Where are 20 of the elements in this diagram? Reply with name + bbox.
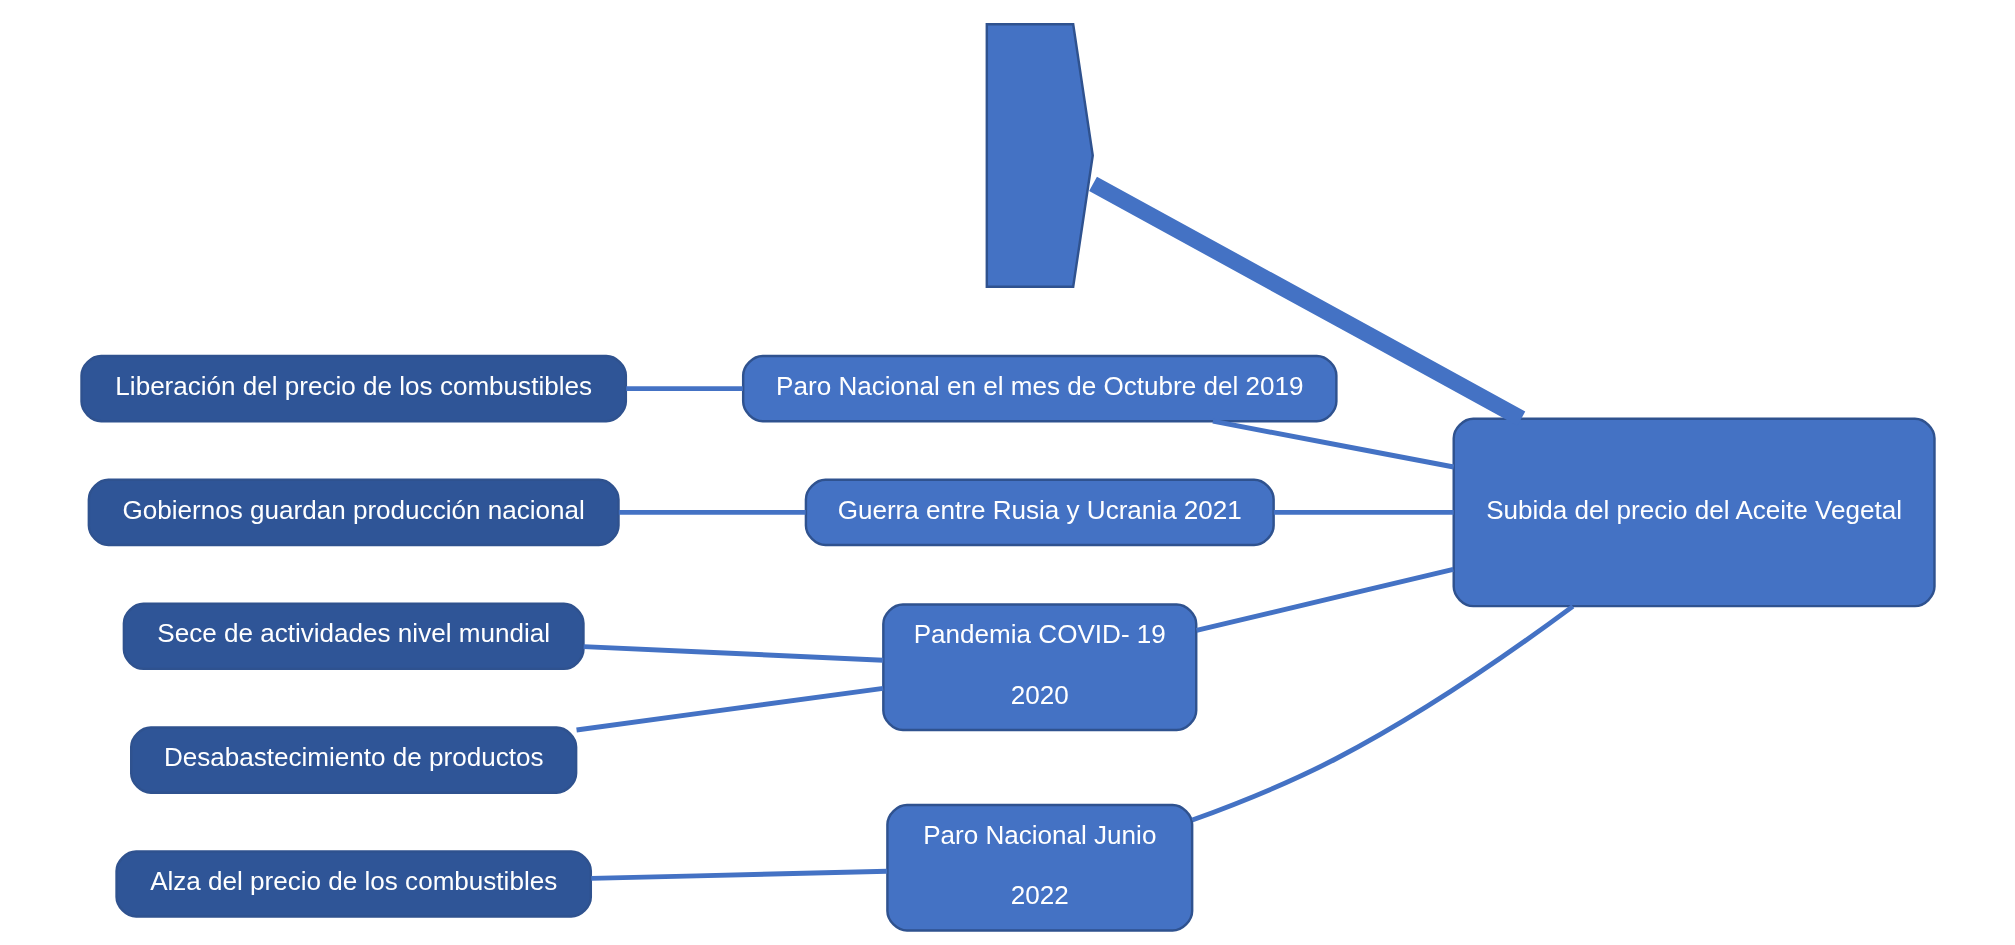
connector	[625, 386, 743, 391]
node-box: Desabastecimiento de productos	[129, 726, 577, 794]
connector	[618, 510, 806, 515]
node-box: Sece de actividades nivel mundial	[122, 602, 585, 671]
node-box: Guerra entre Rusia y Ucrania 2021	[804, 478, 1275, 547]
connector	[575, 685, 884, 733]
connector	[1195, 566, 1454, 633]
node-box: Gobiernos guardan producción nacional	[87, 478, 620, 547]
node-box: Liberación del precio de los combustibles	[79, 354, 627, 423]
connector	[1211, 418, 1454, 470]
node-box: Pandemia COVID- 19 2020	[881, 603, 1197, 732]
node-chevron	[985, 23, 1094, 288]
connector	[583, 644, 883, 663]
node-box: Paro Nacional en el mes de Octubre del 2019	[741, 354, 1338, 423]
node-box: Alza del precio de los combustibles	[114, 850, 592, 918]
connector	[1273, 510, 1454, 515]
connector	[590, 868, 887, 881]
connector	[1191, 604, 1574, 823]
node-box: Subida del precio del Aceite Vegetal	[1452, 417, 1936, 608]
node-box: Paro Nacional Junio 2022	[885, 803, 1193, 932]
